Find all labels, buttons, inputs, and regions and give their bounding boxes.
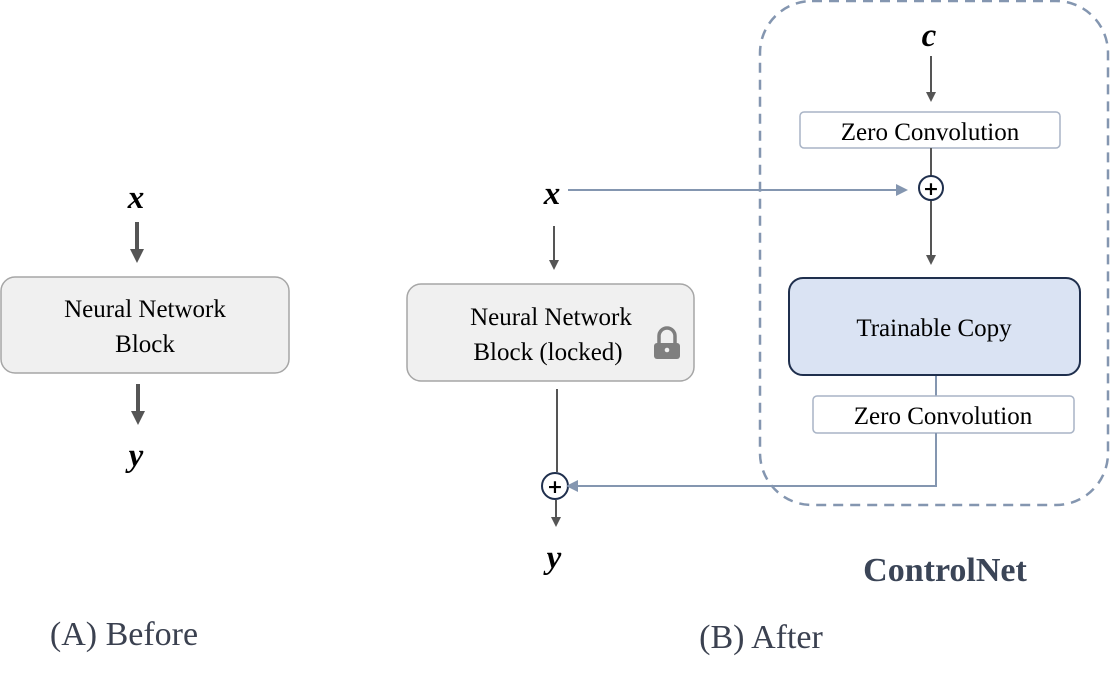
after-plus-symbol: + <box>547 476 563 498</box>
controlnet-title: ControlNet <box>863 552 1027 589</box>
before-nn-block <box>0 276 290 374</box>
zero-conv-bottom-label: Zero Convolution <box>854 403 1033 430</box>
before-input-x: x <box>127 180 145 216</box>
locked-nn-block <box>406 283 695 382</box>
lock-icon <box>654 326 680 359</box>
locked-nn-block-label-2: Block (locked) <box>473 339 622 366</box>
zero-conv-top-label: Zero Convolution <box>841 119 1020 146</box>
after-caption: (B) After <box>699 619 823 656</box>
controlnet-plus-node <box>918 175 944 201</box>
controlnet-dashed-border <box>758 0 1110 507</box>
controlnet-plus-symbol: + <box>923 178 939 200</box>
controlnet-to-output-arrow <box>566 433 937 492</box>
before-caption: (A) Before <box>50 616 198 653</box>
after-input-x: x <box>543 176 561 212</box>
before-panel: x Neural Network Block y (A) Before <box>0 180 290 653</box>
before-output-y: y <box>125 438 144 474</box>
before-nn-block-label-1: Neural Network <box>64 296 226 323</box>
locked-nn-block-label-1: Neural Network <box>470 304 632 331</box>
after-output-y: y <box>543 540 562 576</box>
before-nn-block-label-2: Block <box>115 331 175 358</box>
trainable-copy-block <box>788 277 1081 376</box>
controlnet-panel: c Zero Convolution + Trainable Copy Zero… <box>566 18 1081 589</box>
trainable-copy-label: Trainable Copy <box>856 315 1012 342</box>
zero-conv-bottom <box>812 395 1075 434</box>
condition-c: c <box>922 18 937 54</box>
